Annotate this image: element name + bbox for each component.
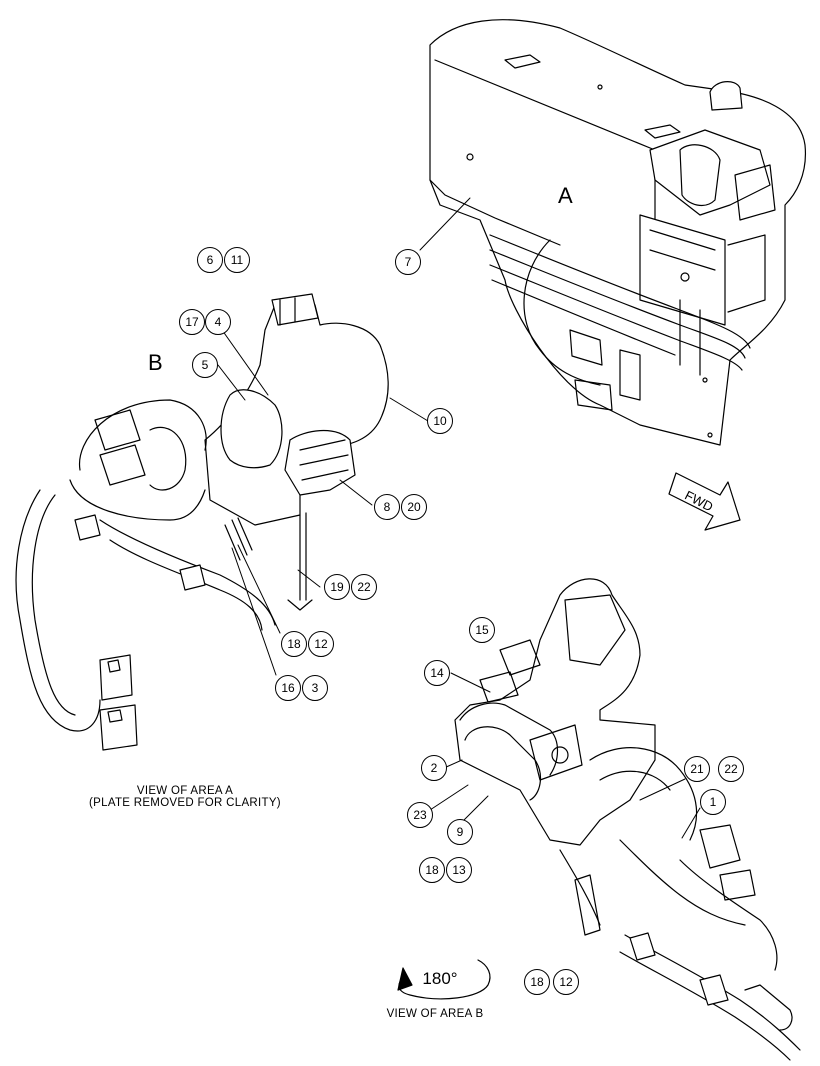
rotation-label: 180°: [422, 969, 457, 988]
area-b-assembly: [15, 293, 389, 751]
callout-12: 12: [308, 631, 334, 657]
callout-18: 18: [524, 969, 550, 995]
callout-16: 16: [275, 675, 301, 701]
callout-15: 15: [469, 617, 495, 643]
area-label-a: A: [558, 183, 573, 208]
callout-19: 19: [324, 574, 350, 600]
callout-5: 5: [192, 352, 218, 378]
callout-7: 7: [395, 249, 421, 275]
callout-9: 9: [447, 819, 473, 845]
callout-22: 22: [351, 574, 377, 600]
fwd-arrow: FWD: [668, 472, 741, 531]
callout-8: 8: [374, 494, 400, 520]
callout-21: 21: [684, 756, 710, 782]
view-a-caption-line1: VIEW OF AREA A: [136, 785, 234, 797]
callout-6: 6: [197, 247, 223, 273]
callout-4: 4: [205, 309, 231, 335]
callout-11: 11: [224, 247, 250, 273]
callout-10: 10: [427, 408, 453, 434]
callout-17: 17: [179, 309, 205, 335]
callout-18: 18: [419, 857, 445, 883]
view-a-caption-line2: (PLATE REMOVED FOR CLARITY): [89, 797, 281, 809]
callout-20: 20: [401, 494, 427, 520]
callout-12: 12: [553, 969, 579, 995]
area-label-b: B: [148, 350, 163, 375]
callout-13: 13: [446, 857, 472, 883]
callout-23: 23: [407, 802, 433, 828]
rotation-arrow: 180°: [397, 959, 491, 1000]
callout-3: 3: [302, 675, 328, 701]
callout-14: 14: [424, 660, 450, 686]
callout-2: 2: [421, 755, 447, 781]
callout-18: 18: [281, 631, 307, 657]
area-a-assembly: [429, 19, 807, 446]
callout-22: 22: [718, 756, 744, 782]
view-b-caption: VIEW OF AREA B: [386, 1008, 484, 1020]
view-b-assembly: [454, 578, 801, 1061]
callout-1: 1: [700, 789, 726, 815]
view-a-caption: VIEW OF AREA A (PLATE REMOVED FOR CLARIT…: [60, 785, 310, 809]
